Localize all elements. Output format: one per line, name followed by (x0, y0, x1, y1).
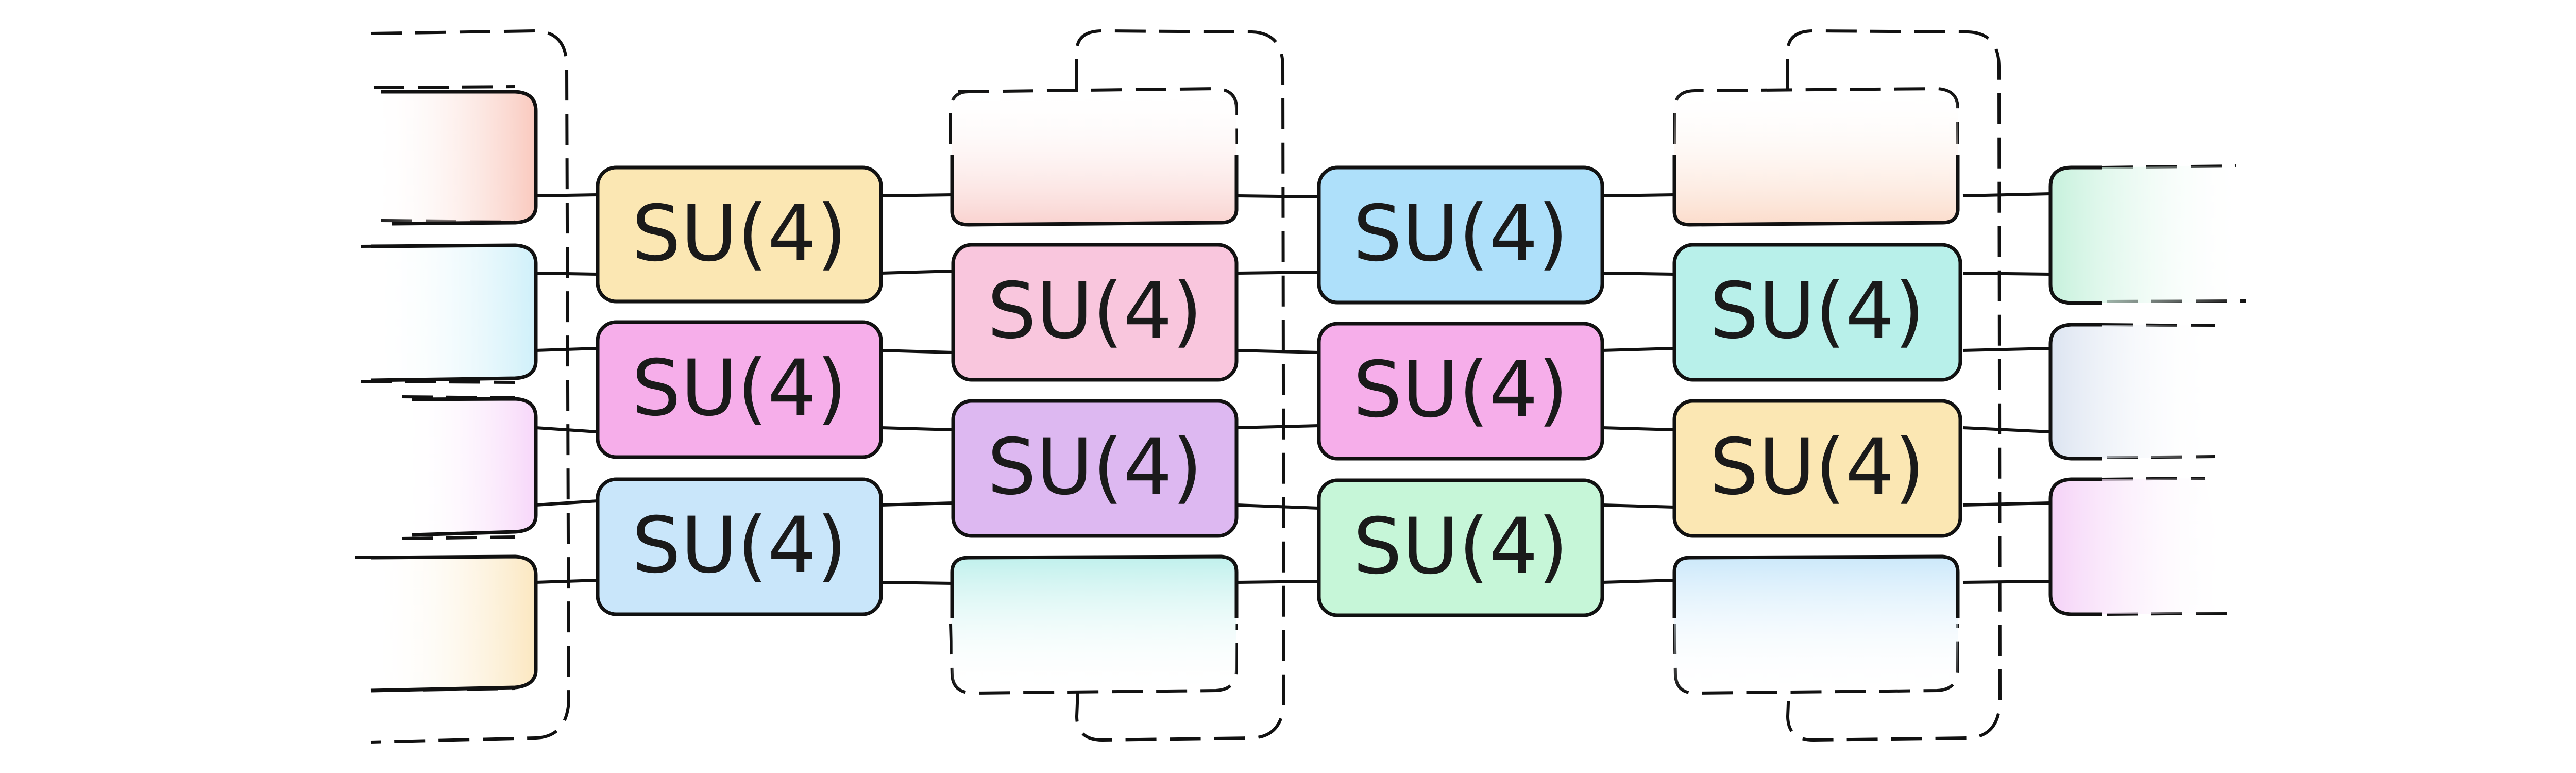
wire-segment (535, 193, 598, 197)
gate-body (951, 399, 1239, 538)
su4-gate[interactable]: SU(4) (596, 477, 883, 616)
gate-body (596, 165, 883, 304)
partial-gate-outline (412, 397, 538, 537)
wire-segment (1602, 503, 1675, 509)
wire-segment (880, 349, 954, 354)
partial-gate-outline (370, 554, 538, 693)
gate-label: SU(4) (1353, 189, 1568, 279)
wire-segment (1602, 347, 1675, 352)
gate-label: SU(4) (632, 344, 846, 433)
column-3-top-loop (1786, 29, 2002, 742)
su4-gate[interactable]: SU(4) (951, 399, 1239, 538)
gate-label: SU(4) (632, 189, 846, 279)
gate-label: SU(4) (1353, 345, 1568, 435)
partial-gate-outline (1672, 554, 1960, 618)
wire-segment (880, 193, 954, 197)
wire-segment (1962, 347, 2051, 352)
wire-segment (1602, 193, 1675, 197)
wire-segment (1602, 579, 1675, 584)
gate-body (1317, 478, 1604, 617)
su4-gate[interactable]: SU(4) (1317, 165, 1604, 305)
right-edge-dash (2107, 612, 2231, 616)
partial-gate-outline (370, 243, 538, 382)
gate-label: SU(4) (1709, 423, 1924, 512)
wire-segment (535, 579, 598, 584)
column-1-gates: SU(4) SU(4) SU(4) (596, 165, 883, 616)
gate-body (1317, 322, 1604, 461)
gate-body (1672, 243, 1962, 382)
column-2-gates: SU(4) SU(4) (950, 89, 1239, 693)
su4-gate[interactable]: SU(4) (1317, 322, 1604, 461)
gate-label: SU(4) (1353, 502, 1568, 592)
partial-gate-outline (2048, 323, 2102, 461)
partial-gate-outline (950, 155, 1239, 227)
su4-gate[interactable]: SU(4) (1672, 243, 1962, 382)
partial-gate (952, 89, 1236, 225)
left-boundary-bracket (370, 29, 571, 744)
wire-segment (880, 581, 954, 585)
wire-segment (1602, 272, 1675, 276)
left-inner-dash (401, 535, 516, 540)
su4-gate[interactable]: SU(4) (596, 320, 883, 459)
partial-gate (371, 245, 536, 380)
wire-segment (1236, 503, 1319, 510)
partial-gate (371, 557, 536, 691)
partial-gate-outline (2048, 477, 2102, 616)
wire-segment (1236, 580, 1319, 584)
gate-body (596, 320, 883, 459)
wire-segment (1962, 501, 2051, 507)
wire-segment (1602, 426, 1675, 431)
gate-body (951, 243, 1239, 382)
partial-gate-outline (2048, 165, 2102, 305)
partial-gate-outline (950, 554, 1239, 618)
wire-segment (1236, 424, 1319, 429)
partial-gate-outline (1672, 155, 1960, 227)
column-0-partial-gates (370, 90, 538, 693)
wire-segment (880, 501, 954, 507)
su4-gate[interactable]: SU(4) (1317, 478, 1604, 617)
gate-label: SU(4) (987, 423, 1202, 512)
column-4-gates: SU(4) SU(4) (1672, 89, 1962, 693)
partial-gate (1674, 89, 1958, 225)
partial-gate (2050, 325, 2215, 459)
wire-segment (880, 270, 954, 275)
column-5-partial-gates (2048, 165, 2246, 616)
qubit-wires (535, 192, 2051, 585)
wire-segment (1236, 271, 1319, 275)
right-edge-dash (2102, 323, 2216, 327)
left-inner-dash (373, 85, 516, 89)
wire-segment (1236, 349, 1319, 354)
wire-segment (535, 499, 598, 507)
su4-gate[interactable]: SU(4) (596, 165, 883, 304)
partial-gate (2050, 478, 2231, 614)
partial-gate (1674, 557, 1958, 693)
wire-segment (1962, 426, 2051, 433)
wire-segment (1962, 192, 2051, 197)
wire-segment (1962, 580, 2051, 584)
partial-gate (2050, 166, 2246, 303)
partial-gate-outline (381, 90, 538, 226)
gate-body (596, 477, 883, 616)
partial-gate (952, 557, 1236, 693)
gate-label: SU(4) (1709, 266, 1924, 356)
partial-gate (402, 399, 536, 535)
column-3-gates: SU(4) SU(4) SU(4) (1317, 165, 1604, 617)
gate-label: SU(4) (632, 501, 846, 591)
wire-segment (1236, 194, 1319, 198)
partial-gate (371, 92, 536, 224)
su4-gate[interactable]: SU(4) (1672, 399, 1962, 538)
gate-body (1317, 165, 1604, 305)
column-1-top-loop (1075, 29, 1286, 742)
wire-segment (1962, 272, 2051, 276)
gate-label: SU(4) (987, 266, 1202, 356)
gate-body (1672, 399, 1962, 538)
su4-gate[interactable]: SU(4) (951, 243, 1239, 382)
wire-segment (880, 426, 954, 431)
